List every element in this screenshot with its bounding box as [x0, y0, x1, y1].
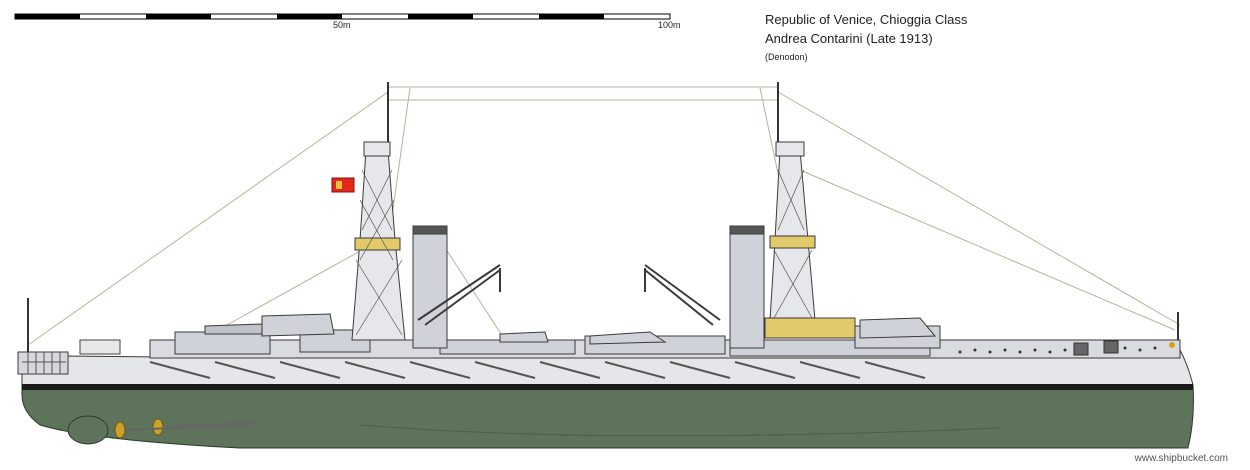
lattice-hatching-aft	[773, 169, 813, 319]
title-block: Republic of Venice, Chioggia Class Andre…	[765, 10, 967, 64]
rudder	[67, 415, 109, 445]
funnels	[412, 225, 765, 349]
lattice-hatching-fore	[355, 169, 403, 336]
prop-shafts	[124, 421, 261, 431]
lattice-mast-fore	[351, 141, 406, 341]
lattice-mast-aft	[764, 141, 856, 339]
boot-top	[22, 384, 1193, 390]
hull-lower	[21, 384, 1194, 449]
main-turrets	[204, 313, 937, 345]
scale-label-50m: 50m	[333, 20, 351, 30]
scale-bar	[14, 13, 671, 20]
cranes	[417, 264, 721, 326]
anchors	[1073, 340, 1119, 356]
scale-label-100m: 100m	[658, 20, 681, 30]
venice-flag	[331, 177, 355, 193]
portholes	[958, 346, 1157, 354]
bow-emblem	[1169, 342, 1175, 348]
title-line-1: Republic of Venice, Chioggia Class	[765, 12, 968, 27]
artist-credit: (Denodon)	[765, 52, 808, 62]
title-line-2: Andrea Contarini (Late 1913)	[765, 31, 933, 46]
rigging	[27, 86, 1181, 346]
casemate-guns	[149, 361, 926, 379]
watermark: www.shipbucket.com	[1134, 453, 1228, 464]
